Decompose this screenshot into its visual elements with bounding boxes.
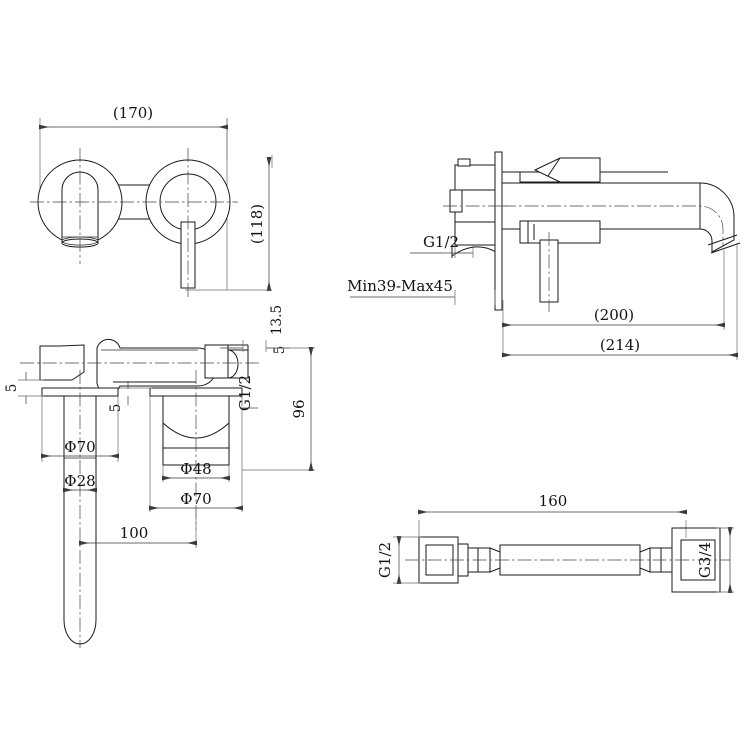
dim-front-height-label: (118) [248, 204, 266, 244]
dim-center-height: 96 [242, 347, 315, 471]
dim-front-height: (118) [185, 157, 272, 291]
plan-inlet-boss [205, 345, 228, 378]
dim-flange-right: Φ70 [149, 396, 243, 512]
label-hose-outlet-thread: G3/4 [696, 527, 734, 593]
dim-body-dia: Φ48 [162, 460, 230, 482]
front-spout-tube [62, 172, 98, 243]
dim-overall-reach: (214) [502, 243, 738, 360]
side-outlet-face [708, 235, 737, 245]
dim-hose-length-label: 160 [539, 492, 568, 510]
side-view: G1/2 Min39-Max45 (200) (214) [347, 152, 740, 360]
side-wall-plate [495, 152, 502, 310]
dim-overall-reach-label: (214) [600, 336, 640, 354]
side-rough-tab [458, 159, 470, 166]
hose-left-nut [419, 537, 458, 583]
dim-spout-offset-label: 13.5 [269, 305, 285, 335]
dim-flange-left: Φ70 [41, 396, 119, 462]
side-lower-boss [520, 221, 600, 243]
label-hose-inlet-thread: G1/2 [376, 536, 421, 584]
side-outlet-face2 [711, 243, 740, 253]
label-hose-inlet-thread-text: G1/2 [376, 542, 394, 578]
label-thread-side-text: G1/2 [423, 233, 459, 251]
label-thread-plan: G1/2 [236, 375, 258, 411]
dim-flange-left-label: Φ70 [64, 438, 95, 456]
side-spout-inner [700, 229, 712, 252]
dim-front-width: (170) [39, 104, 228, 130]
side-spout-outer [700, 183, 734, 252]
dim-spout-reach: (200) [502, 250, 725, 355]
label-thread-side: G1/2 [410, 233, 474, 258]
label-wall-depth: Min39-Max45 [347, 277, 496, 305]
dim-plate-thickness-mid: 5 [108, 381, 152, 412]
dim-center-height-label: 96 [290, 399, 308, 418]
front-view: (170) (118) 5 [30, 104, 288, 354]
dim-hose-length: 160 [418, 492, 687, 538]
hose-view: 160 G1/2 G3/4 [376, 492, 734, 593]
dim-plate-thickness-left-label: 5 [4, 384, 20, 393]
dim-plate-thickness-left: 5 [4, 372, 44, 404]
dim-spout-dia-label: Φ28 [64, 472, 95, 490]
plan-view: 5 5 Φ70 Φ28 Φ48 [4, 305, 315, 648]
side-rough-port [450, 190, 462, 212]
dim-flange-right-label: Φ70 [180, 490, 211, 508]
plan-inlet-nose [228, 350, 248, 378]
dim-spout-reach-label: (200) [594, 306, 634, 324]
dim-front-width-label: (170) [113, 104, 153, 122]
label-wall-depth-text: Min39-Max45 [347, 277, 453, 295]
dim-centres-label: 100 [120, 524, 149, 542]
dim-plate-thickness-mid-label: 5 [108, 404, 124, 413]
label-thread-plan-text: G1/2 [236, 375, 254, 411]
dim-body-dia-label: Φ48 [180, 460, 211, 478]
side-skirt-curve [452, 247, 496, 256]
label-hose-outlet-thread-text: G3/4 [696, 542, 714, 578]
plan-lever-body [97, 339, 217, 393]
dim-spout-dia: Φ28 [63, 472, 97, 493]
side-cap-edge [548, 158, 560, 176]
dim-centres: 100 [79, 508, 197, 548]
centerline [502, 205, 724, 246]
dim-plate-thickness-right-label: 5 [272, 346, 288, 355]
plan-lever-tail [40, 345, 84, 380]
side-top-cap [535, 158, 600, 182]
